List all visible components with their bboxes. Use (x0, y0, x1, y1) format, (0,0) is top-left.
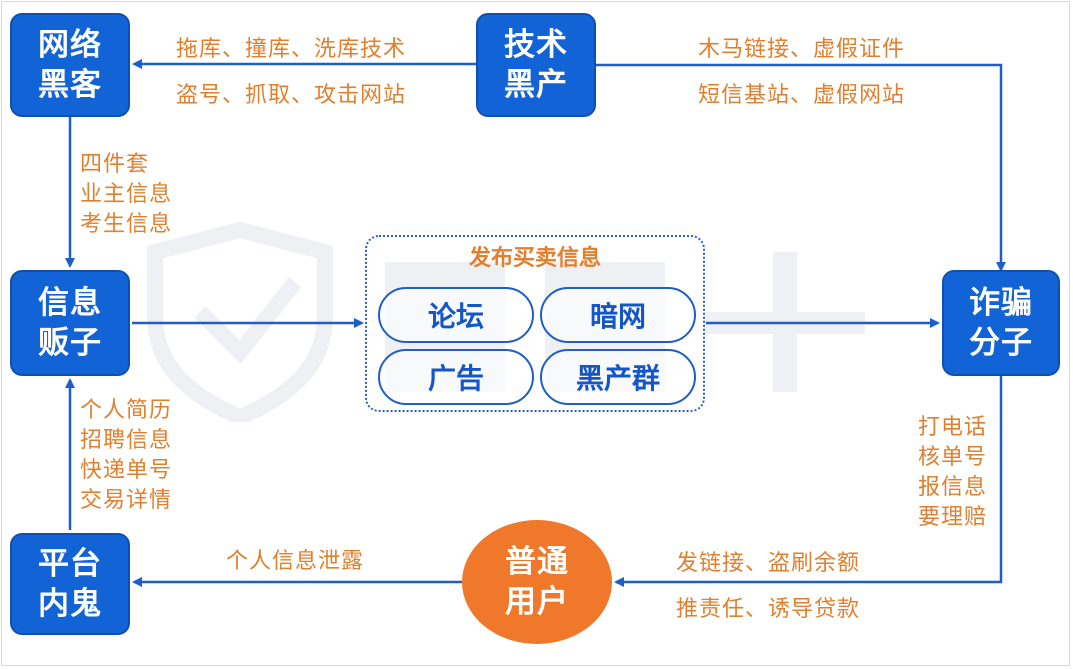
label-line: 业主信息 (80, 182, 173, 207)
node-line-2: 分子 (969, 325, 1033, 361)
arrow-scammer-to-user (614, 376, 1003, 587)
node-network-hacker: 网络 黑客 (10, 13, 130, 117)
node-line-2: 用户 (505, 584, 569, 620)
label-line: 要理赔 (918, 505, 988, 530)
node-scammer: 诈骗 分子 (942, 270, 1060, 376)
label-line: 推责任、诱导贷款 (676, 597, 861, 622)
node-platform-insider: 平台 内鬼 (10, 533, 130, 635)
label-user-to-insider: 个人信息泄露 (226, 549, 365, 574)
label-line: 短信基站、虚假网站 (698, 83, 906, 108)
label-hacker-to-broker: 四件套 业主信息 考生信息 (80, 150, 172, 240)
label-line: 报信息 (918, 475, 988, 500)
node-line-1: 平台 (38, 546, 102, 582)
channel-blackmarket-group: 黑产群 (540, 349, 696, 405)
label-scammer-to-user: 发链接、盗刷余额 推责任、诱导贷款 (676, 541, 860, 633)
node-tech-blackmarket: 技术 黑产 (476, 13, 596, 117)
node-line-1: 网络 (38, 27, 102, 63)
label-line: 打电话 (918, 415, 988, 440)
label-line: 发链接、盗刷余额 (676, 551, 861, 576)
label-tech-to-hacker: 拖库、撞库、洗库技术 盗号、抓取、攻击网站 (176, 27, 406, 119)
channel-darkweb: 暗网 (540, 287, 696, 343)
node-line-1: 信息 (38, 285, 102, 321)
hub-title: 发布买卖信息 (468, 246, 601, 271)
label-line: 考生信息 (80, 212, 173, 237)
label-line: 个人简历 (80, 398, 173, 423)
node-line-2: 贩子 (38, 325, 102, 361)
arrow-tech-to-scammer (596, 63, 1006, 272)
node-line-1: 技术 (504, 27, 568, 63)
label-line: 拖库、撞库、洗库技术 (176, 37, 407, 62)
channel-forum: 论坛 (378, 287, 534, 343)
label-line: 核单号 (918, 445, 988, 470)
label-line: 快递单号 (80, 458, 173, 483)
node-ordinary-user: 普通 用户 (462, 520, 612, 644)
node-line-2: 内鬼 (38, 586, 102, 622)
node-info-broker: 信息 贩子 (10, 270, 130, 376)
node-line-2: 黑产 (504, 67, 568, 103)
label-line: 四件套 (80, 152, 150, 177)
trading-channels-group: 发布买卖信息 论坛 暗网 广告 黑产群 (365, 235, 705, 412)
node-line-1: 诈骗 (969, 285, 1033, 321)
node-line-2: 黑客 (38, 67, 102, 103)
label-insider-to-broker: 个人简历 招聘信息 快递单号 交易详情 (80, 396, 172, 516)
label-line: 盗号、抓取、攻击网站 (176, 83, 407, 108)
label-scam-methods: 打电话 核单号 报信息 要理赔 (918, 413, 987, 533)
channel-ads: 广告 (378, 349, 534, 405)
label-tech-to-scammer: 木马链接、虚假证件 短信基站、虚假网站 (698, 27, 905, 119)
label-line: 木马链接、虚假证件 (698, 37, 906, 62)
node-line-1: 普通 (505, 544, 569, 580)
label-line: 交易详情 (80, 488, 173, 513)
label-line: 招聘信息 (80, 428, 173, 453)
